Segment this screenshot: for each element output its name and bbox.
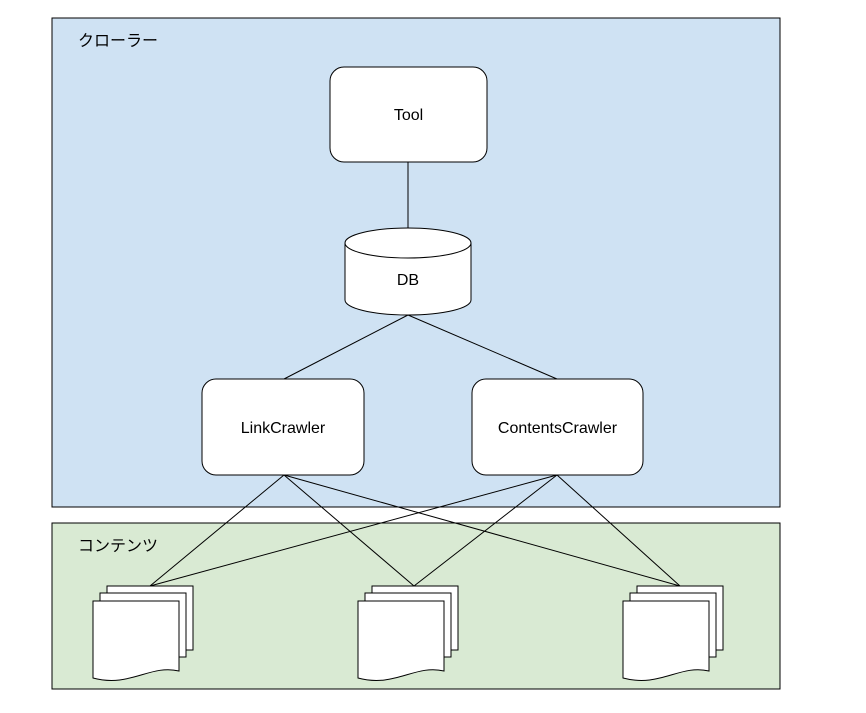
- edge-contentscrawler-doc3: [556, 474, 681, 587]
- edge-linkcrawler-doc2: [283, 474, 415, 587]
- document-stack-2[interactable]: [357, 585, 459, 681]
- tool-label: Tool: [394, 107, 423, 124]
- contentscrawler-label: ContentsCrawler: [498, 420, 618, 437]
- edge-db-contentscrawler: [407, 314, 558, 380]
- tool-node[interactable]: Tool: [329, 66, 488, 163]
- document-stack-3[interactable]: [622, 585, 724, 681]
- db-label: DB: [397, 272, 419, 289]
- edge-db-linkcrawler: [283, 314, 409, 380]
- linkcrawler-label: LinkCrawler: [241, 420, 326, 437]
- contentscrawler-node[interactable]: ContentsCrawler: [471, 378, 644, 476]
- crawler-container-label: クローラー: [78, 32, 158, 50]
- document-stack-1[interactable]: [92, 585, 194, 681]
- edge-contentscrawler-doc2: [413, 474, 558, 587]
- edge-linkcrawler-doc1: [149, 474, 285, 587]
- contents-container-label: コンテンツ: [78, 538, 158, 555]
- db-node[interactable]: DB: [344, 227, 472, 316]
- edge-linkcrawler-doc3: [283, 474, 681, 587]
- linkcrawler-node[interactable]: LinkCrawler: [201, 378, 365, 476]
- edge-contentscrawler-doc1: [149, 474, 558, 587]
